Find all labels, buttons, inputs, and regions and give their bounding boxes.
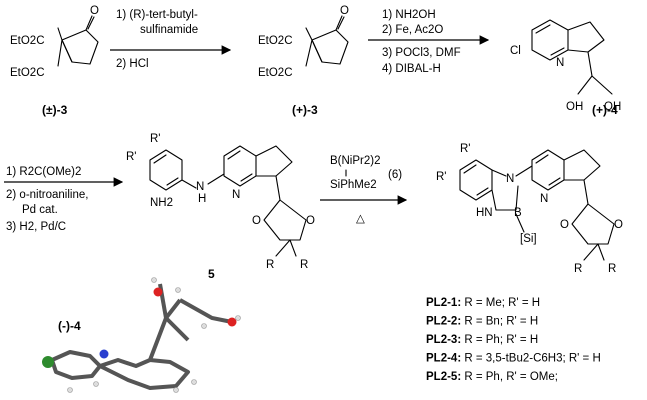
crystal-model bbox=[42, 277, 241, 393]
hydroxyl-1: OH bbox=[566, 101, 583, 113]
heat-icon: △ bbox=[356, 213, 366, 225]
oxygen-1: O bbox=[560, 219, 569, 231]
crystal-label: (-)-4 bbox=[58, 319, 81, 333]
compound-5: R' R' NH2 N H N O O R R 5 bbox=[126, 133, 315, 281]
ester-top: EtO2C bbox=[10, 35, 45, 47]
step-2: 1) NH2OH 2) Fe, Ac2O 3) POCl3, DMF 4) DI… bbox=[368, 9, 490, 75]
substituent-r1: R' bbox=[150, 133, 161, 145]
pyridine-n: N bbox=[556, 57, 564, 69]
pyridine-n: N bbox=[540, 193, 548, 205]
step-3-line-2: 2) o-nitroaniline, bbox=[6, 189, 88, 201]
substituent-r4: R bbox=[300, 259, 308, 271]
legend-entry: PL2-5: R = Ph, R' = OMe; bbox=[426, 371, 558, 383]
boron: B bbox=[514, 207, 522, 219]
legend-code: PL2-2: bbox=[426, 316, 461, 328]
step-2-line-2: 2) Fe, Ac2O bbox=[382, 24, 443, 36]
amine-h: H bbox=[198, 193, 206, 205]
step-3: 1) R2C(OMe)2 2) o-nitroaniline, Pd cat. … bbox=[4, 166, 124, 233]
pyridine-n: N bbox=[232, 189, 240, 201]
legend-code: PL2-4: bbox=[426, 353, 461, 365]
reagent-si: SiPhMe2 bbox=[330, 179, 377, 191]
hydroxyl-2: OH bbox=[604, 101, 621, 113]
diazaborole-hn: HN bbox=[476, 207, 493, 219]
legend-code: PL2-1: bbox=[426, 297, 461, 309]
step-4: B(NiPr2)2 SiPhMe2 (6) △ bbox=[320, 155, 408, 225]
legend-entry: PL2-4: R = 3,5-tBu2-C6H3; R' = H bbox=[426, 353, 601, 365]
step-1-line-3: 2) HCl bbox=[116, 58, 149, 70]
amine: NH2 bbox=[150, 197, 173, 209]
legend-code: PL2-5: bbox=[426, 371, 461, 383]
ester-bottom: EtO2C bbox=[10, 67, 45, 79]
ester-bottom: EtO2C bbox=[258, 67, 293, 79]
compound-label: (±)-3 bbox=[42, 103, 68, 117]
step-2-line-4: 4) DIBAL-H bbox=[382, 63, 441, 75]
legend-desc: R = Ph; R' = H bbox=[461, 334, 538, 346]
compound-racemic-3: O EtO2C EtO2C (±)-3 bbox=[10, 5, 99, 117]
substituent-r1: R' bbox=[460, 143, 471, 155]
reagent-ref: (6) bbox=[388, 169, 402, 181]
step-3-line-3: Pd cat. bbox=[22, 204, 58, 216]
step-1-line-2: sulfinamide bbox=[140, 24, 198, 36]
step-3-line-1: 1) R2C(OMe)2 bbox=[6, 166, 81, 178]
legend-desc: R = Me; R' = H bbox=[461, 297, 540, 309]
substituent-r2: R' bbox=[126, 151, 137, 163]
crystal-structure: (-)-4 bbox=[42, 277, 241, 393]
step-3-line-4: 3) H2, Pd/C bbox=[6, 221, 66, 233]
chloro: Cl bbox=[510, 45, 521, 57]
legend-code: PL2-3: bbox=[426, 334, 461, 346]
reagent-b: B(NiPr2)2 bbox=[330, 155, 380, 167]
legend-desc: R = Bn; R' = H bbox=[461, 316, 538, 328]
ketone-o: O bbox=[340, 5, 349, 17]
compound-plus-3: O EtO2C EtO2C (+)-3 bbox=[258, 5, 349, 117]
substituent-r3: R bbox=[266, 259, 274, 271]
legend-entry: PL2-1: R = Me; R' = H bbox=[426, 297, 540, 309]
oxygen-2: O bbox=[614, 219, 623, 231]
substituent-r2: R' bbox=[436, 171, 447, 183]
step-2-line-1: 1) NH2OH bbox=[382, 9, 436, 21]
legend-entry: PL2-2: R = Bn; R' = H bbox=[426, 316, 538, 328]
legend-desc: R = 3,5-tBu2-C6H3; R' = H bbox=[461, 353, 601, 365]
diazaborole-n: N bbox=[506, 173, 514, 185]
compound-plus-4: Cl N OH OH (+)-4 bbox=[510, 19, 621, 117]
compound-label: 5 bbox=[208, 267, 215, 281]
step-1: 1) (R)-tert-butyl- sulfinamide 2) HCl bbox=[110, 9, 232, 70]
step-2-line-3: 3) POCl3, DMF bbox=[382, 47, 461, 59]
step-1-line-1: 1) (R)-tert-butyl- bbox=[116, 9, 198, 21]
oxygen-2: O bbox=[306, 215, 315, 227]
ketone-o: O bbox=[90, 5, 99, 17]
product-pl2: R' R' N HN B [Si] N O O R R bbox=[436, 143, 623, 275]
legend-entry: PL2-3: R = Ph; R' = H bbox=[426, 334, 538, 346]
legend-desc: R = Ph, R' = OMe; bbox=[461, 371, 558, 383]
compound-label: (+)-4 bbox=[592, 103, 618, 117]
ester-top: EtO2C bbox=[258, 35, 293, 47]
silyl-group: [Si] bbox=[520, 233, 537, 245]
substituent-r4: R bbox=[608, 263, 616, 275]
substituent-r3: R bbox=[574, 263, 582, 275]
amine-n: N bbox=[196, 181, 204, 193]
oxygen-1: O bbox=[252, 215, 261, 227]
compound-label: (+)-3 bbox=[292, 103, 318, 117]
